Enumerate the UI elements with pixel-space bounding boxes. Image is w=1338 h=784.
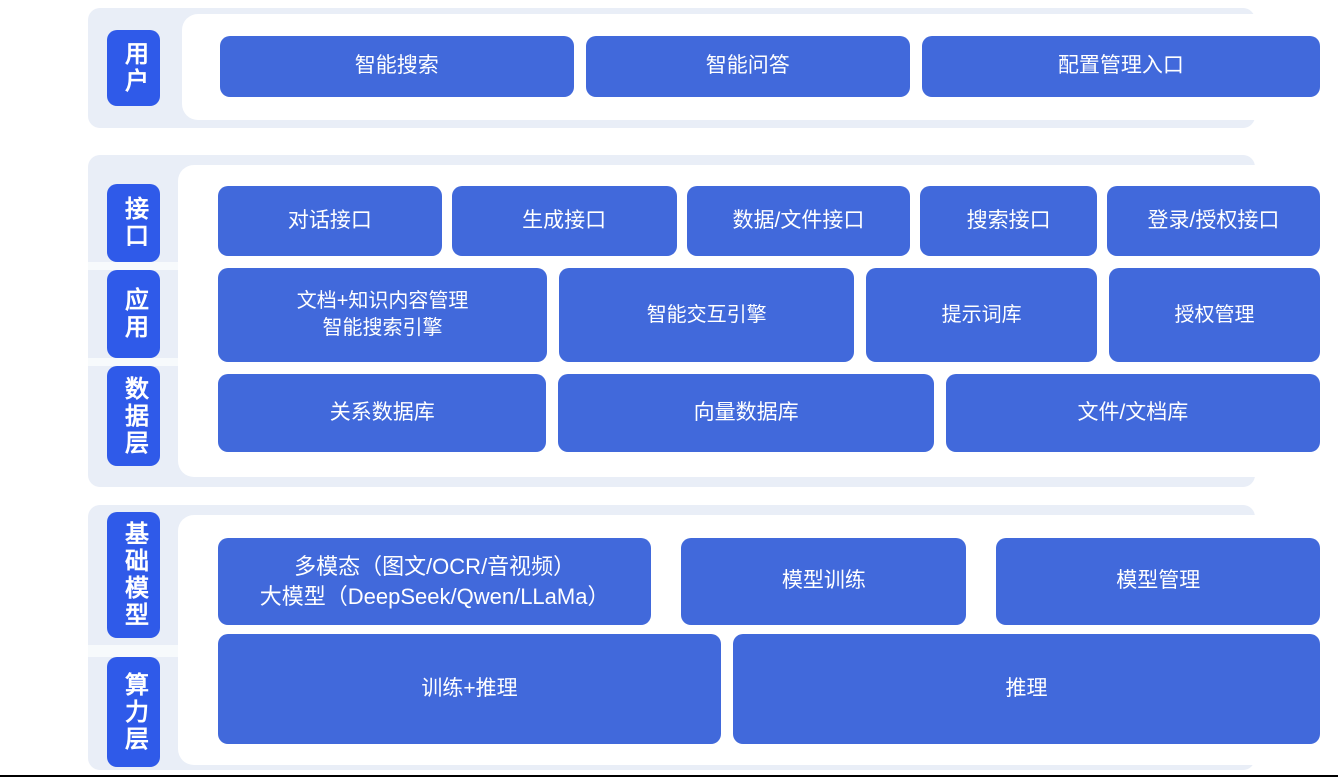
data-row: 关系数据库 向量数据库 文件/文档库 bbox=[218, 374, 1321, 452]
box-prompt-library: 提示词库 bbox=[866, 268, 1097, 362]
box-auth-management: 授权管理 bbox=[1108, 268, 1320, 362]
box-multimodal-llm: 多模态（图文/OCR/音视频） 大模型（DeepSeek/Qwen/LLaMa） bbox=[218, 538, 652, 625]
user-layer-card: 智能搜索 智能问答 配置管理入口 bbox=[182, 14, 1338, 120]
box-line: 智能搜索引擎 bbox=[322, 317, 443, 339]
box-config-management-entry: 配置管理入口 bbox=[921, 36, 1321, 97]
box-dialog-api: 对话接口 bbox=[218, 186, 442, 256]
box-file-doc-store: 文件/文档库 bbox=[945, 374, 1321, 452]
layer-label-user: 用户 bbox=[107, 30, 160, 106]
box-smart-qa: 智能问答 bbox=[585, 36, 910, 97]
box-search-api: 搜索接口 bbox=[920, 186, 1097, 256]
box-vector-db: 向量数据库 bbox=[558, 374, 934, 452]
group-foundation-compute: 基础模型 算力层 多模态（图文/OCR/音视频） 大模型（DeepSeek/Qw… bbox=[88, 505, 1338, 770]
box-training-inference: 训练+推理 bbox=[218, 634, 722, 744]
layer-label-interface: 接口 bbox=[107, 184, 160, 262]
middle-layers-card: 对话接口 生成接口 数据/文件接口 搜索接口 登录/授权接口 文档+知识内容管理… bbox=[178, 165, 1338, 477]
interface-row: 对话接口 生成接口 数据/文件接口 搜索接口 登录/授权接口 bbox=[218, 186, 1320, 256]
box-doc-knowledge-search-engine: 文档+知识内容管理 智能搜索引擎 bbox=[218, 268, 548, 362]
layer-label-data: 数据层 bbox=[107, 366, 160, 466]
compute-row: 训练+推理 推理 bbox=[218, 634, 1320, 744]
box-line: 文档+知识内容管理 bbox=[296, 290, 469, 312]
box-relational-db: 关系数据库 bbox=[218, 374, 547, 452]
box-data-file-api: 数据/文件接口 bbox=[686, 186, 911, 256]
layer-label-compute: 算力层 bbox=[107, 657, 160, 767]
bottom-layers-card: 多模态（图文/OCR/音视频） 大模型（DeepSeek/Qwen/LLaMa）… bbox=[178, 515, 1338, 765]
layer-label-foundation-model: 基础模型 bbox=[107, 512, 160, 638]
box-model-management: 模型管理 bbox=[996, 538, 1320, 625]
box-line: 大模型（DeepSeek/Qwen/LLaMa） bbox=[259, 583, 610, 609]
user-layer-row: 智能搜索 智能问答 配置管理入口 bbox=[220, 36, 1321, 97]
foundation-model-row: 多模态（图文/OCR/音视频） 大模型（DeepSeek/Qwen/LLaMa）… bbox=[218, 538, 1320, 625]
layer-label-application: 应用 bbox=[107, 270, 160, 358]
box-model-training: 模型训练 bbox=[681, 538, 967, 625]
box-generation-api: 生成接口 bbox=[451, 186, 677, 256]
box-line: 多模态（图文/OCR/音视频） bbox=[294, 553, 576, 579]
box-interaction-engine: 智能交互引擎 bbox=[559, 268, 855, 362]
box-login-auth-api: 登录/授权接口 bbox=[1106, 186, 1320, 256]
bottom-divider-line bbox=[0, 775, 1338, 777]
application-row: 文档+知识内容管理 智能搜索引擎 智能交互引擎 提示词库 授权管理 bbox=[218, 268, 1320, 362]
group-interface-application-data: 接口 应用 数据层 对话接口 生成接口 数据/文件接口 搜索接口 登录/授权接口… bbox=[88, 155, 1338, 487]
box-inference: 推理 bbox=[733, 634, 1320, 744]
group-user-layer: 用户 智能搜索 智能问答 配置管理入口 bbox=[88, 8, 1338, 128]
box-smart-search: 智能搜索 bbox=[220, 36, 574, 97]
